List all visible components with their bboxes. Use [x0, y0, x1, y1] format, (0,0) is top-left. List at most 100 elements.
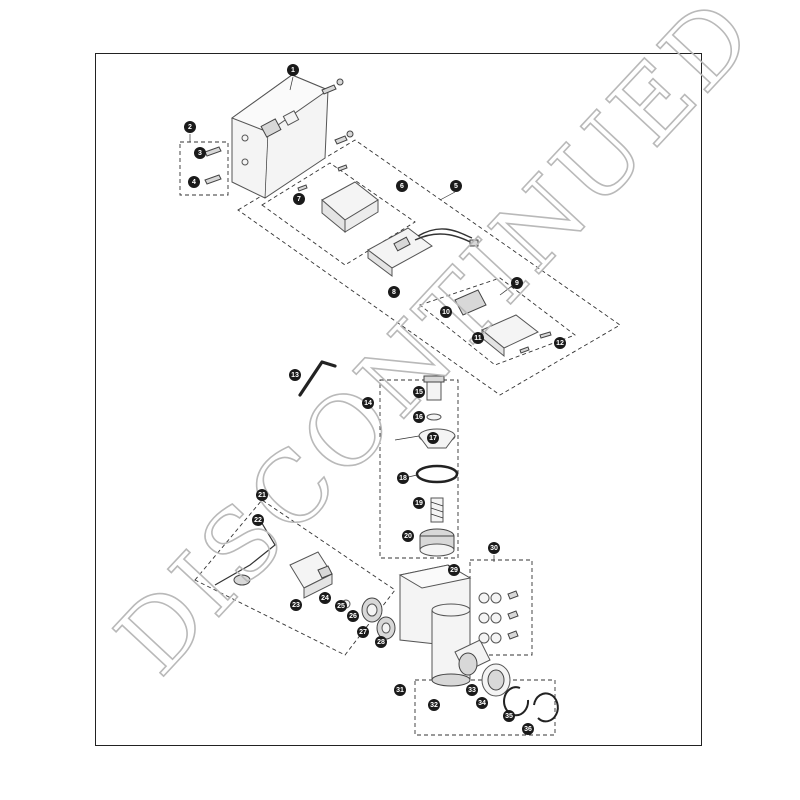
- callout-number: 23: [292, 602, 300, 609]
- callout-19: 19: [413, 497, 425, 509]
- callout-marker: [511, 277, 523, 289]
- callout-10: 10: [440, 306, 452, 318]
- group-15-20-outline: [379, 379, 459, 559]
- callout-marker: [362, 397, 374, 409]
- cover-screws: [204, 78, 354, 185]
- callout-marker: [476, 697, 488, 709]
- callout-marker: [388, 286, 400, 298]
- callout-marker: [402, 530, 414, 542]
- sensor-block: [454, 289, 552, 358]
- callout-26: 26: [347, 610, 359, 622]
- callout-number: 13: [291, 372, 299, 379]
- callout-number: 29: [450, 567, 458, 574]
- callout-23: 23: [290, 599, 302, 611]
- callout-number: 28: [377, 639, 385, 646]
- callout-34: 34: [476, 697, 488, 709]
- callout-marker: [413, 411, 425, 423]
- callout-number: 27: [359, 629, 367, 636]
- callout-number: 18: [399, 475, 407, 482]
- callout-number: 5: [454, 183, 458, 190]
- callout-28: 28: [375, 636, 387, 648]
- callout-marker: [347, 610, 359, 622]
- callout-17: 17: [427, 432, 439, 444]
- callout-20: 20: [402, 530, 414, 542]
- callout-number: 35: [505, 713, 513, 720]
- callout-number: 33: [468, 687, 476, 694]
- callout-marker: [188, 176, 200, 188]
- callout-marker: [503, 710, 515, 722]
- callout-number: 17: [429, 435, 437, 442]
- callout-number: 32: [430, 702, 438, 709]
- callout-marker: [293, 193, 305, 205]
- callout-number: 11: [474, 335, 482, 342]
- callout-marker: [194, 147, 206, 159]
- callout-marker: [289, 369, 301, 381]
- callout-marker: [472, 332, 484, 344]
- callout-marker: [448, 564, 460, 576]
- callout-number: 14: [364, 400, 372, 407]
- callout-22: 22: [252, 514, 264, 526]
- callout-marker: [450, 180, 462, 192]
- callout-number: 4: [192, 179, 196, 186]
- callout-marker: [252, 514, 264, 526]
- callout-marker: [375, 636, 387, 648]
- callout-11: 11: [472, 332, 484, 344]
- group-6-outline: [261, 162, 416, 266]
- callout-marker: [256, 489, 268, 501]
- callout-21: 21: [256, 489, 268, 501]
- fittings-column: [478, 590, 519, 644]
- callout-30: 30: [488, 542, 500, 554]
- callout-number: 15: [415, 389, 423, 396]
- callout-24: 24: [319, 592, 331, 604]
- callout-number: 25: [337, 603, 345, 610]
- callout-number: 19: [415, 500, 423, 507]
- callout-number: 7: [297, 196, 301, 203]
- callout-4: 4: [188, 176, 200, 188]
- callout-marker: [397, 472, 409, 484]
- callout-12: 12: [554, 337, 566, 349]
- callout-marker: [357, 626, 369, 638]
- callout-marker: [554, 337, 566, 349]
- callout-marker: [396, 180, 408, 192]
- callout-group: 1234567891011121314151617181920212223242…: [184, 64, 566, 735]
- callout-29: 29: [448, 564, 460, 576]
- callout-number: 6: [400, 183, 404, 190]
- callout-marker: [413, 386, 425, 398]
- group-21-outline: [194, 499, 396, 656]
- diagram-frame: [95, 53, 702, 746]
- callout-number: 9: [515, 280, 519, 287]
- callout-16: 16: [413, 411, 425, 423]
- callout-number: 30: [490, 545, 498, 552]
- callout-14: 14: [362, 397, 374, 409]
- group-9-outline: [419, 277, 576, 366]
- callout-marker: [428, 699, 440, 711]
- callout-number: 36: [524, 726, 532, 733]
- callout-marker: [522, 723, 534, 735]
- callout-25: 25: [335, 600, 347, 612]
- callout-number: 31: [396, 687, 404, 694]
- callout-8: 8: [388, 286, 400, 298]
- callout-number: 20: [404, 533, 412, 540]
- callout-marker: [287, 64, 299, 76]
- group-30-outline: [469, 559, 533, 656]
- callout-number: 24: [321, 595, 329, 602]
- callout-33: 33: [466, 684, 478, 696]
- motor-board: [367, 227, 479, 277]
- callout-2: 2: [184, 121, 196, 133]
- callout-15: 15: [413, 386, 425, 398]
- callout-5: 5: [450, 180, 462, 192]
- group-2-outline: [179, 141, 229, 196]
- callout-number: 34: [478, 700, 486, 707]
- callout-number: 16: [415, 414, 423, 421]
- actuator-linkage: [214, 519, 396, 640]
- valve-body: [398, 564, 559, 723]
- callout-number: 26: [349, 613, 357, 620]
- control-board: [297, 164, 379, 234]
- callout-marker: [335, 600, 347, 612]
- callout-27: 27: [357, 626, 369, 638]
- callout-number: 1: [291, 67, 295, 74]
- callout-36: 36: [522, 723, 534, 735]
- callout-35: 35: [503, 710, 515, 722]
- callout-marker: [290, 599, 302, 611]
